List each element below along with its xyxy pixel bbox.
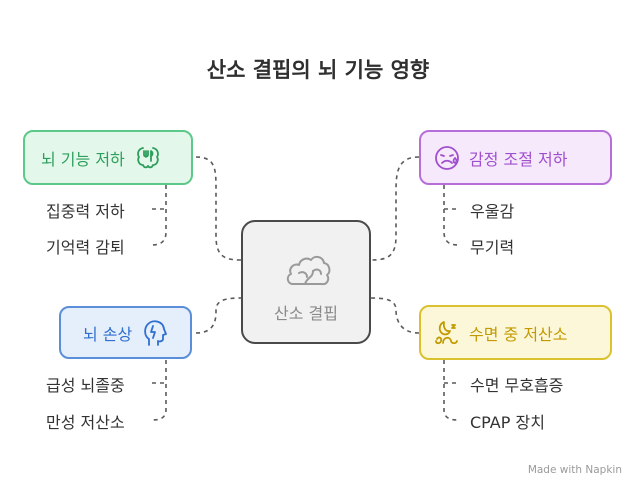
connector-bottom-right-sub <box>443 360 459 421</box>
center-label: 산소 결핍 <box>274 304 338 323</box>
brain-food-icon <box>135 145 161 171</box>
connector-bottom-left <box>195 297 242 334</box>
branch-label: 감정 조절 저하 <box>469 149 568 169</box>
list-item: 우울감 <box>470 202 515 221</box>
list-item: 만성 저산소 <box>46 413 125 432</box>
branch-emotion-regulation-decline: 감정 조절 저하 <box>419 130 612 185</box>
connector-top-left <box>195 156 242 261</box>
watermark-text: Made with Napkin <box>527 464 622 476</box>
branch-brain-function-decline: 뇌 기능 저하 <box>23 130 193 185</box>
list-item: 무기력 <box>470 238 515 257</box>
sleep-moon-icon <box>433 319 461 347</box>
branch-label: 수면 중 저산소 <box>469 324 568 344</box>
list-item: 수면 무호흡증 <box>470 376 564 395</box>
branch-label: 뇌 기능 저하 <box>41 149 125 169</box>
list-item: 집중력 저하 <box>46 202 125 221</box>
branch-label: 뇌 손상 <box>83 324 133 344</box>
cloud-brain-icon <box>283 244 333 296</box>
branch-brain-damage: 뇌 손상 <box>59 306 192 359</box>
connector-bottom-right <box>370 297 420 334</box>
diagram-title: 산소 결핍의 뇌 기능 영향 <box>206 58 430 82</box>
connector-top-left-sub <box>151 185 167 246</box>
connector-top-right <box>370 156 420 261</box>
mood-face-icon <box>433 144 461 172</box>
connector-bottom-left-sub <box>151 360 167 421</box>
list-item: 기억력 감퇴 <box>46 238 125 257</box>
center-node: 산소 결핍 <box>241 220 371 344</box>
list-item: 급성 뇌졸중 <box>46 376 125 395</box>
branch-hypoxia-during-sleep: 수면 중 저산소 <box>419 305 612 360</box>
connector-top-right-sub <box>443 185 459 246</box>
list-item: CPAP 장치 <box>470 413 545 432</box>
napkin-watermark: Made with Napkin <box>528 464 622 476</box>
head-lightning-icon <box>141 319 168 347</box>
